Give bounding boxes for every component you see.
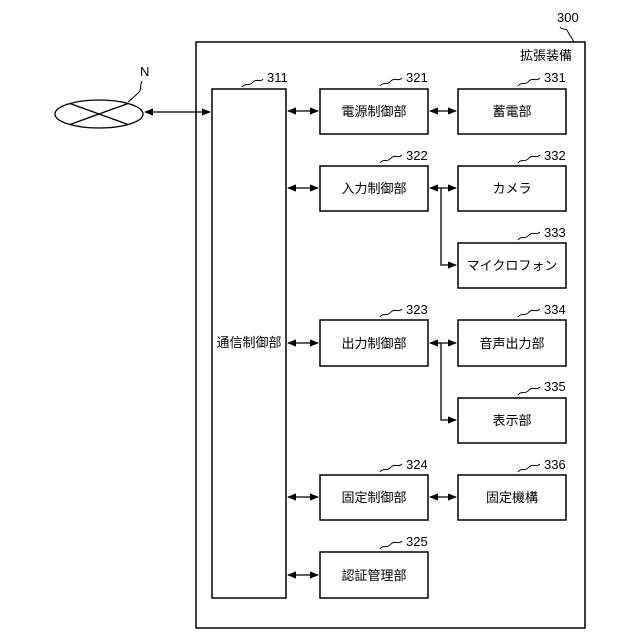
ref-leader-325 — [380, 541, 402, 549]
audio-output-label: 音声出力部 — [479, 336, 544, 352]
ref-322: 322 — [406, 148, 428, 163]
ref-321: 321 — [406, 70, 428, 85]
connector-arrow — [441, 188, 456, 265]
display-label: 表示部 — [492, 414, 531, 429]
ref-323: 323 — [406, 302, 428, 317]
network-label: N — [140, 64, 149, 79]
power-control-label: 電源制御部 — [341, 105, 406, 120]
ref-leader-311 — [242, 79, 263, 87]
ref-leader-336 — [518, 464, 540, 472]
ref-335: 335 — [544, 379, 566, 394]
ref-331: 331 — [544, 70, 566, 85]
ref-334: 334 — [544, 302, 566, 317]
camera-label: カメラ — [492, 182, 531, 197]
battery-label: 蓄電部 — [492, 105, 531, 120]
ref-311: 311 — [267, 70, 288, 85]
ref-332: 332 — [544, 148, 566, 163]
ref-leader-334 — [518, 309, 540, 317]
communication-control-label: 通信制御部 — [216, 336, 281, 351]
ref-leader-333 — [518, 232, 540, 240]
ref-leader-332 — [518, 155, 540, 163]
ref-leader-331 — [518, 78, 540, 86]
output-control-label: 出力制御部 — [341, 337, 406, 352]
connector-arrow — [441, 343, 456, 420]
ref-leader-323 — [380, 309, 402, 317]
authentication-management-label: 認証管理部 — [341, 568, 406, 584]
input-control-label: 入力制御部 — [341, 182, 406, 197]
microphone-label: マイクロフォン — [467, 259, 558, 274]
device-ref-number: 300 — [557, 10, 579, 25]
ref-324: 324 — [406, 457, 428, 472]
ref-leader-322 — [380, 155, 402, 163]
ref-leader-324 — [380, 464, 402, 472]
ref-333: 333 — [544, 225, 566, 240]
device-title: 拡張装備 — [520, 48, 572, 64]
ref-336: 336 — [544, 457, 566, 472]
ref-leader-335 — [518, 387, 540, 395]
ref-325: 325 — [406, 534, 428, 549]
fixing-mechanism-label: 固定機構 — [486, 491, 538, 506]
ref-leader-321 — [380, 78, 402, 86]
network-label-leader — [128, 81, 142, 102]
device-ref-leader — [560, 27, 574, 42]
fixing-control-label: 固定制御部 — [341, 491, 406, 506]
